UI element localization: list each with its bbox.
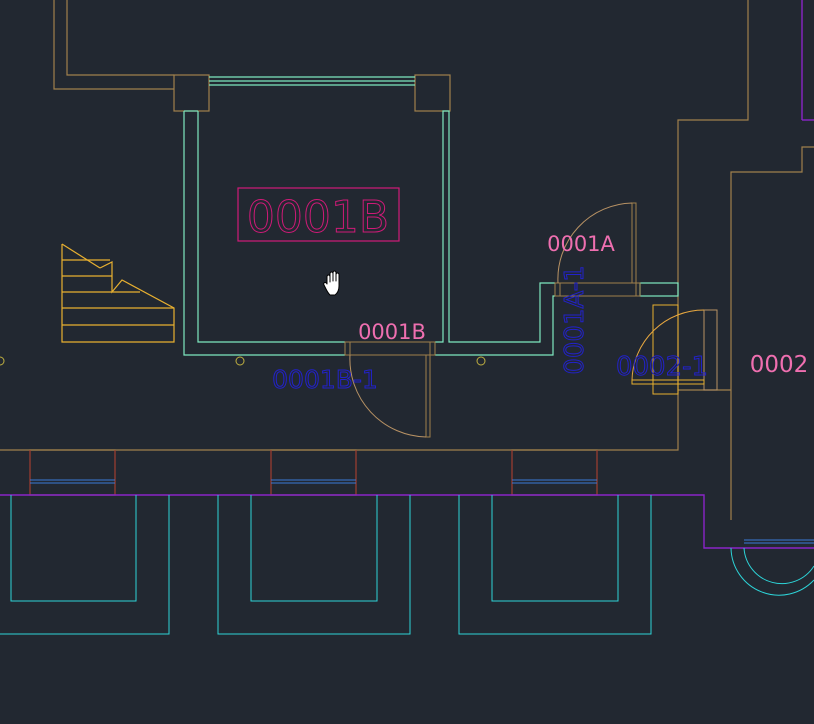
door-0001b-frame bbox=[344, 341, 436, 356]
planter-1-outer bbox=[0, 495, 170, 635]
door-0002-1[interactable] bbox=[631, 304, 718, 395]
door-0001b[interactable] bbox=[344, 341, 436, 438]
door-0002-1-swing-arc bbox=[631, 309, 705, 381]
planter-2-inner bbox=[250, 495, 378, 602]
wall-left-inner bbox=[197, 111, 345, 343]
planters bbox=[0, 495, 814, 635]
marker-circle bbox=[235, 356, 245, 366]
wall-left-outer bbox=[183, 111, 345, 356]
hand-pan-icon bbox=[323, 270, 340, 296]
door-label-0001b[interactable]: 0001B bbox=[358, 320, 426, 344]
door-number-0001b-1[interactable]: 0001B-1 bbox=[272, 365, 379, 395]
window-glazing-lines bbox=[30, 479, 814, 544]
wall-top-left-outer bbox=[53, 0, 174, 90]
window-jambs bbox=[29, 450, 598, 495]
room-tag-box bbox=[237, 187, 400, 242]
facade-line bbox=[0, 0, 814, 549]
door-0001a-swing-arc bbox=[557, 202, 633, 284]
door-0002-1-frame bbox=[652, 304, 679, 395]
door-0002-1-jamb bbox=[703, 309, 718, 391]
door-0002-1-leaf bbox=[631, 379, 705, 385]
pillar-right bbox=[414, 74, 451, 112]
door-label-0001a[interactable]: 0001A bbox=[547, 232, 615, 256]
room-label-0002[interactable]: 0002 bbox=[750, 352, 809, 378]
door-0001b-leaf bbox=[425, 354, 431, 438]
door-0001b-swing-arc bbox=[349, 354, 427, 438]
wall-corridor-right bbox=[0, 0, 749, 451]
marker-circle bbox=[476, 356, 486, 366]
planter-1-inner bbox=[10, 495, 137, 602]
door-number-0002-1[interactable]: 0002-1 bbox=[615, 352, 708, 383]
room-tag-0001b[interactable]: 0001B bbox=[246, 192, 389, 244]
stair-outline bbox=[61, 244, 175, 343]
door-0001a-frame bbox=[554, 282, 641, 297]
planter-3-outer bbox=[458, 495, 652, 635]
planter-3-inner bbox=[491, 495, 619, 602]
door-0001a-leaf bbox=[631, 202, 637, 284]
stair-break-line bbox=[61, 243, 101, 269]
door-number-0001a-1[interactable]: 0001A-1 bbox=[560, 265, 591, 375]
wall-top-left-inner bbox=[66, 0, 174, 76]
grid-markers bbox=[0, 356, 486, 366]
door-0001a[interactable] bbox=[554, 202, 641, 297]
wall-right-outer bbox=[435, 295, 555, 356]
facade-bottom bbox=[0, 494, 814, 549]
planter-2-outer bbox=[217, 495, 411, 635]
stair bbox=[61, 243, 175, 343]
planter-arc-inner bbox=[743, 547, 814, 585]
planter-arc-outer bbox=[730, 547, 814, 596]
wall-right-inner bbox=[435, 110, 555, 343]
room-0001b-walls bbox=[183, 76, 679, 356]
wall-room-0002 bbox=[730, 146, 814, 520]
marker-circle bbox=[0, 356, 5, 366]
